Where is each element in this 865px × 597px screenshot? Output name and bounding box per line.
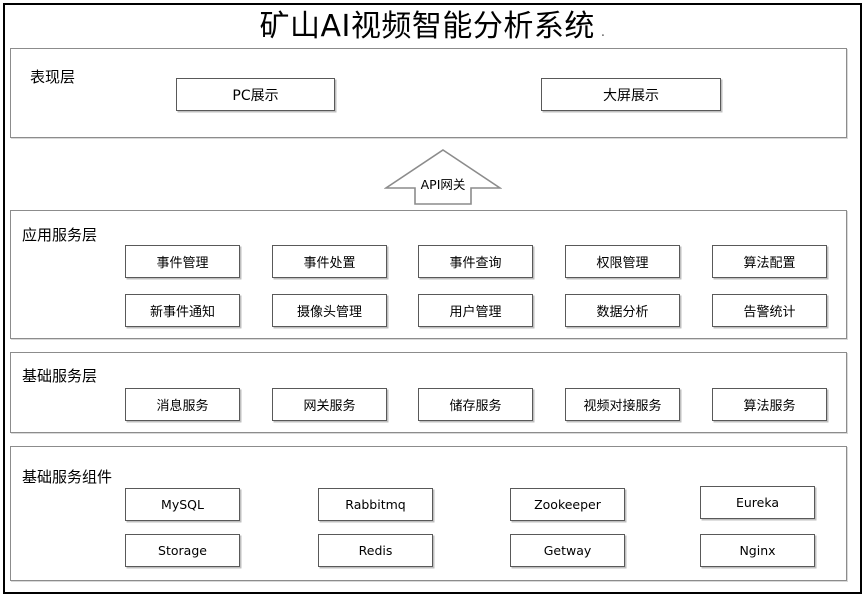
- node-user-management[interactable]: 用户管理: [418, 294, 533, 327]
- node-data-analysis[interactable]: 数据分析: [565, 294, 680, 327]
- api-gateway-label: API网关: [420, 177, 466, 192]
- page-title: 矿山AI视频智能分析系统.: [0, 8, 865, 52]
- node-gateway-service[interactable]: 网关服务: [272, 388, 387, 421]
- layer-presentation: [10, 48, 847, 138]
- node-storage-service[interactable]: 储存服务: [418, 388, 533, 421]
- node-event-management[interactable]: 事件管理: [125, 245, 240, 278]
- node-pc-display[interactable]: PC展示: [176, 78, 335, 111]
- node-mysql[interactable]: MySQL: [125, 488, 240, 521]
- layer-label-basic-service: 基础服务层: [22, 367, 98, 385]
- node-nginx[interactable]: Nginx: [700, 534, 815, 567]
- node-event-disposal[interactable]: 事件处置: [272, 245, 387, 278]
- node-camera-management[interactable]: 摄像头管理: [272, 294, 387, 327]
- node-alarm-statistics[interactable]: 告警统计: [712, 294, 827, 327]
- page-title-text: 矿山AI视频智能分析系统: [259, 9, 595, 44]
- api-gateway-arrow[interactable]: API网关: [384, 148, 502, 206]
- node-large-screen-display[interactable]: 大屏展示: [541, 78, 721, 111]
- node-rabbitmq[interactable]: Rabbitmq: [318, 488, 433, 521]
- node-algorithm-configuration[interactable]: 算法配置: [712, 245, 827, 278]
- page-title-trailing-mark: .: [600, 25, 606, 40]
- node-video-integration-service[interactable]: 视频对接服务: [565, 388, 680, 421]
- node-permission-management[interactable]: 权限管理: [565, 245, 680, 278]
- node-new-event-notification[interactable]: 新事件通知: [125, 294, 240, 327]
- node-event-query[interactable]: 事件查询: [418, 245, 533, 278]
- node-storage[interactable]: Storage: [125, 534, 240, 567]
- node-message-service[interactable]: 消息服务: [125, 388, 240, 421]
- node-zookeeper[interactable]: Zookeeper: [510, 488, 625, 521]
- diagram-outer-frame: [3, 3, 862, 594]
- layer-label-basic-components: 基础服务组件: [22, 468, 113, 486]
- node-getway[interactable]: Getway: [510, 534, 625, 567]
- layer-label-application-service: 应用服务层: [22, 226, 98, 244]
- node-redis[interactable]: Redis: [318, 534, 433, 567]
- layer-label-presentation: 表现层: [30, 68, 76, 86]
- node-eureka[interactable]: Eureka: [700, 486, 815, 519]
- node-algorithm-service[interactable]: 算法服务: [712, 388, 827, 421]
